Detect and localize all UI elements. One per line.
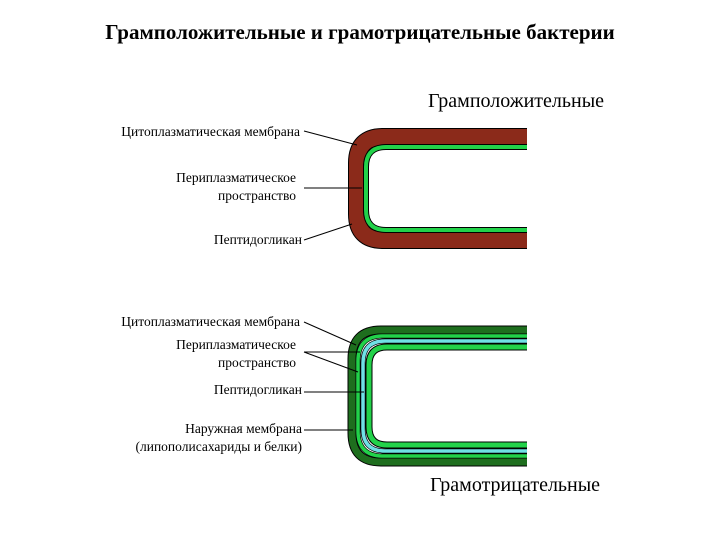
gp-cytoplasmic-membrane bbox=[366, 147, 527, 230]
gram-negative-wall bbox=[352, 330, 527, 462]
gram-positive-wall bbox=[357, 137, 527, 240]
gn-cytoplasmic-membrane bbox=[369, 347, 527, 445]
gp-peptidoglycan-layer bbox=[357, 137, 527, 240]
gn-periplasm-outer bbox=[358, 336, 527, 456]
gn-peptidoglycan-layer bbox=[363, 341, 527, 451]
